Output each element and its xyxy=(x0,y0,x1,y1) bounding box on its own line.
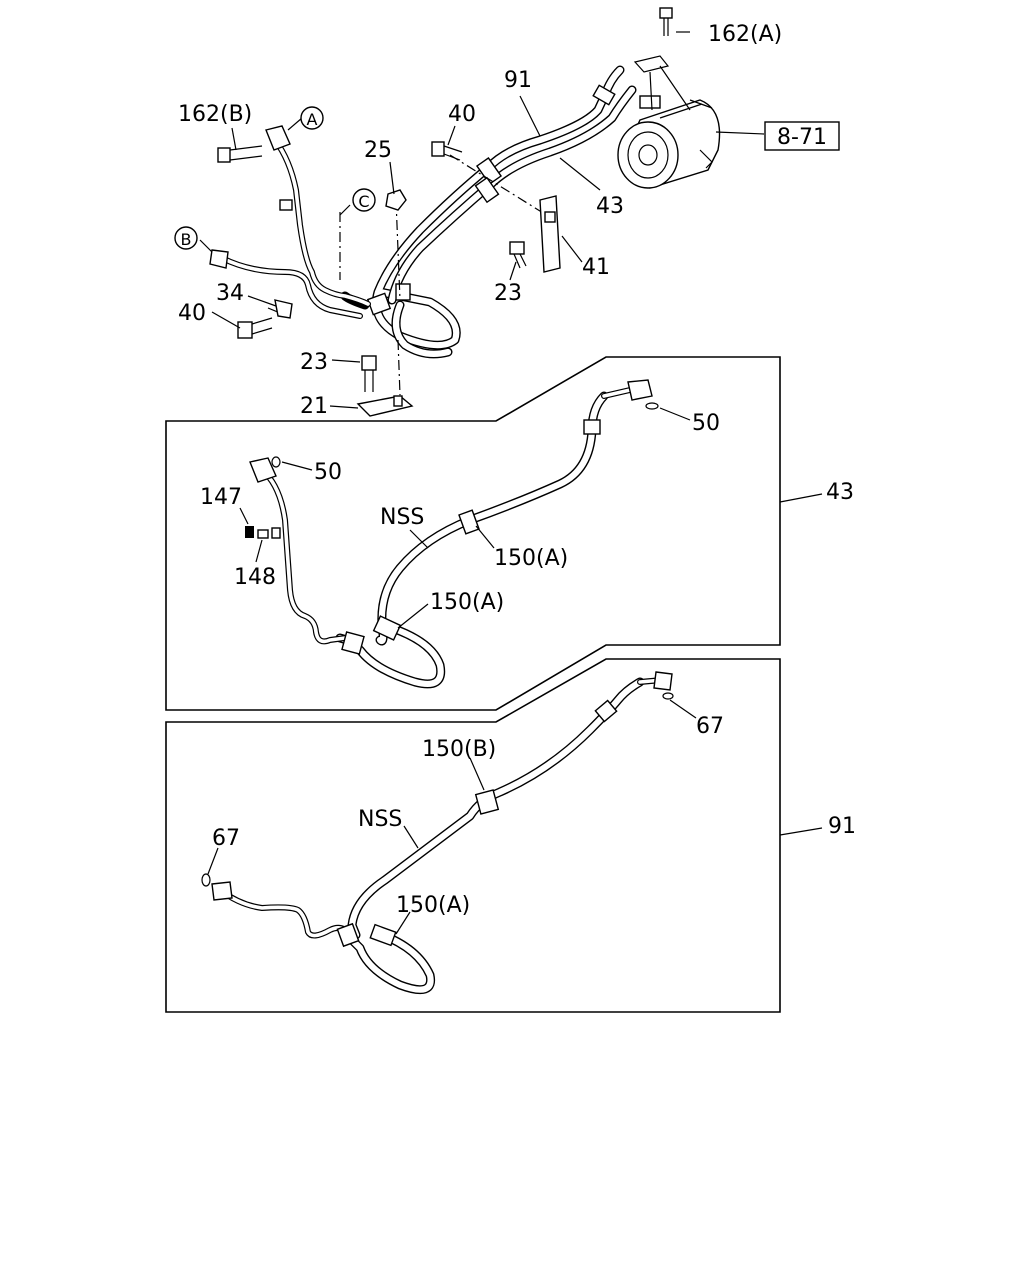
bolt-162a xyxy=(659,7,673,36)
p91-label-nss: NSS xyxy=(358,807,402,832)
callout-a: A xyxy=(307,110,318,129)
bolt-40-lower xyxy=(237,317,273,339)
panel-91-frame xyxy=(165,658,781,1013)
panel-43: 50 50 147 148 NSS 150(A) 150(A) 43 xyxy=(165,356,854,711)
fitting-b xyxy=(209,249,229,269)
label-23-upper: 23 xyxy=(494,281,522,306)
label-21: 21 xyxy=(300,394,328,419)
callout-b-circle xyxy=(174,226,198,250)
p43-label-50-right: 50 xyxy=(692,411,720,436)
p43-label-nss: NSS xyxy=(380,505,424,530)
bolt-23-upper xyxy=(509,241,527,269)
ref-box-frame xyxy=(764,121,840,151)
top-assembly: A B C 8-71 162(A) 162(B) 40 25 91 43 41 … xyxy=(174,7,840,419)
ref-box-label: 8-71 xyxy=(777,125,827,150)
p91-tag: 91 xyxy=(828,814,856,839)
hose-clamp xyxy=(366,84,616,316)
p43-label-50-left: 50 xyxy=(314,460,342,485)
p43-label-150a-lower: 150(A) xyxy=(430,590,504,615)
fitting-a xyxy=(265,125,293,211)
label-25: 25 xyxy=(364,138,392,163)
nut-25 xyxy=(385,189,407,211)
p91-label-150b: 150(B) xyxy=(422,737,496,762)
callout-b: B xyxy=(181,230,192,249)
label-40-upper: 40 xyxy=(448,102,476,127)
compressor-illustration xyxy=(617,55,721,189)
bolt-23-lower xyxy=(361,355,377,392)
label-91-top: 91 xyxy=(504,68,532,93)
p43-label-147: 147 xyxy=(200,485,242,510)
callout-a-circle xyxy=(300,106,324,130)
label-34: 34 xyxy=(216,281,244,306)
plate-21 xyxy=(356,395,414,417)
bolt-40-upper xyxy=(431,141,463,161)
p43-tag: 43 xyxy=(826,480,854,505)
callout-c: C xyxy=(358,192,369,211)
callout-c-circle xyxy=(352,188,376,212)
p43-label-150a-upper: 150(A) xyxy=(494,546,568,571)
bolt-162b xyxy=(217,145,263,163)
p91-label-67-right: 67 xyxy=(696,714,724,739)
label-23-lower: 23 xyxy=(300,350,328,375)
panel-43-frame xyxy=(165,356,781,711)
p91-label-67-left: 67 xyxy=(212,826,240,851)
label-40-lower: 40 xyxy=(178,301,206,326)
p43-label-148: 148 xyxy=(234,565,276,590)
clip-34 xyxy=(274,299,293,319)
label-43-top: 43 xyxy=(596,194,624,219)
label-162b: 162(B) xyxy=(178,102,252,127)
panel-91: 67 67 NSS 150(B) 150(A) 91 xyxy=(165,658,856,1013)
bracket-41 xyxy=(539,195,561,273)
p91-label-150a: 150(A) xyxy=(396,893,470,918)
label-41: 41 xyxy=(582,255,610,280)
label-162a: 162(A) xyxy=(708,22,782,47)
